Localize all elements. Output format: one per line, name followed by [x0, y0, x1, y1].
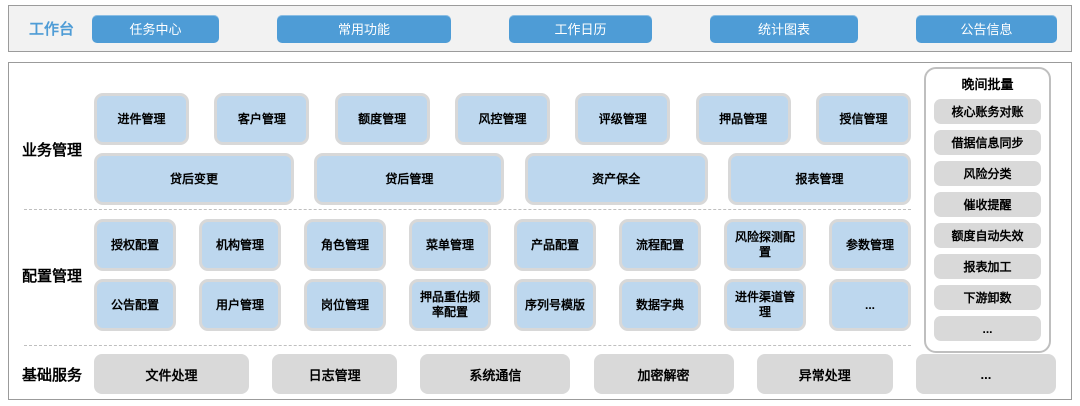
- module-box: 参数管理: [829, 219, 911, 271]
- module-box: 授权配置: [94, 219, 176, 271]
- night-batch-item: 风险分类: [934, 161, 1041, 186]
- module-box: 贷后管理: [314, 153, 505, 205]
- night-batch-panel: 晚间批量 核心账务对账借据信息同步风险分类催收提醒额度自动失效报表加工下游卸数.…: [924, 67, 1051, 353]
- module-box: ...: [829, 279, 911, 331]
- workbench-button: 公告信息: [915, 14, 1057, 43]
- night-batch-item: 下游卸数: [934, 285, 1041, 310]
- module-box: 角色管理: [304, 219, 386, 271]
- section-business-management: 业务管理 进件管理客户管理额度管理风控管理评级管理押品管理授信管理 贷后变更贷后…: [9, 93, 1071, 205]
- business-rows: 进件管理客户管理额度管理风控管理评级管理押品管理授信管理 贷后变更贷后管理资产保…: [94, 93, 911, 205]
- section-config-management: 配置管理 授权配置机构管理角色管理菜单管理产品配置流程配置风险探测配置参数管理 …: [9, 219, 1071, 331]
- module-box: 额度管理: [334, 93, 430, 145]
- module-box: 授信管理: [815, 93, 911, 145]
- night-batch-item: 额度自动失效: [934, 223, 1041, 248]
- workbench-button: 常用功能: [277, 14, 451, 43]
- module-box: 序列号模版: [514, 279, 596, 331]
- module-box: 风控管理: [454, 93, 550, 145]
- workbench-buttons: 任务中心 常用功能 工作日历 统计图表 公告信息: [92, 14, 1057, 43]
- section-label-basic: 基础服务: [22, 366, 83, 384]
- business-row-2: 贷后变更贷后管理资产保全报表管理: [94, 153, 911, 205]
- night-batch-title: 晚间批量: [961, 77, 1014, 92]
- night-batch-item: ...: [934, 316, 1041, 341]
- module-box: 进件管理: [94, 93, 189, 145]
- module-box: 风险探测配置: [724, 219, 806, 271]
- module-box: 押品重估频率配置: [409, 279, 491, 331]
- dashed-divider: [24, 209, 911, 210]
- service-box: 加密解密: [593, 354, 734, 394]
- module-box: 进件渠道管理: [724, 279, 806, 331]
- workbench-button: 统计图表: [709, 14, 858, 43]
- service-box: 异常处理: [756, 354, 893, 394]
- config-rows: 授权配置机构管理角色管理菜单管理产品配置流程配置风险探测配置参数管理 公告配置用…: [94, 219, 911, 331]
- basic-rows: 文件处理日志管理系统通信加密解密异常处理...: [94, 354, 1056, 394]
- config-row-1: 授权配置机构管理角色管理菜单管理产品配置流程配置风险探测配置参数管理: [94, 219, 911, 271]
- module-box: 资产保全: [524, 153, 708, 205]
- module-box: 菜单管理: [409, 219, 491, 271]
- module-box: 岗位管理: [304, 279, 386, 331]
- service-box: ...: [915, 354, 1056, 394]
- service-box: 系统通信: [420, 354, 571, 394]
- config-row-2: 公告配置用户管理岗位管理押品重估频率配置序列号模版数据字典进件渠道管理...: [94, 279, 911, 331]
- service-box: 日志管理: [272, 354, 398, 394]
- night-batch-item: 报表加工: [934, 254, 1041, 279]
- service-box: 文件处理: [94, 354, 249, 394]
- module-box: 流程配置: [619, 219, 701, 271]
- dashed-divider: [24, 345, 911, 346]
- module-box: 评级管理: [575, 93, 671, 145]
- basic-services-row: 文件处理日志管理系统通信加密解密异常处理...: [94, 354, 1056, 394]
- module-box: 贷后变更: [94, 153, 294, 205]
- workbench-bar: 工作台 任务中心 常用功能 工作日历 统计图表 公告信息: [8, 5, 1072, 52]
- section-label-config: 配置管理: [22, 267, 83, 285]
- section-label-business: 业务管理: [22, 141, 83, 159]
- module-box: 机构管理: [199, 219, 281, 271]
- section-basic-services: 基础服务 文件处理日志管理系统通信加密解密异常处理...: [9, 354, 1071, 394]
- module-box: 报表管理: [727, 153, 911, 205]
- architecture-panel: 业务管理 进件管理客户管理额度管理风控管理评级管理押品管理授信管理 贷后变更贷后…: [8, 62, 1072, 400]
- workbench-label: 工作台: [29, 21, 75, 38]
- workbench-button: 任务中心: [92, 14, 220, 43]
- module-box: 数据字典: [619, 279, 701, 331]
- night-batch-item: 借据信息同步: [934, 130, 1041, 155]
- workbench-button: 工作日历: [508, 14, 652, 43]
- module-box: 公告配置: [94, 279, 176, 331]
- night-batch-item: 核心账务对账: [934, 99, 1041, 124]
- night-batch-item: 催收提醒: [934, 192, 1041, 217]
- module-box: 产品配置: [514, 219, 596, 271]
- module-box: 用户管理: [199, 279, 281, 331]
- module-box: 客户管理: [214, 93, 310, 145]
- module-box: 押品管理: [695, 93, 791, 145]
- business-row-1: 进件管理客户管理额度管理风控管理评级管理押品管理授信管理: [94, 93, 911, 145]
